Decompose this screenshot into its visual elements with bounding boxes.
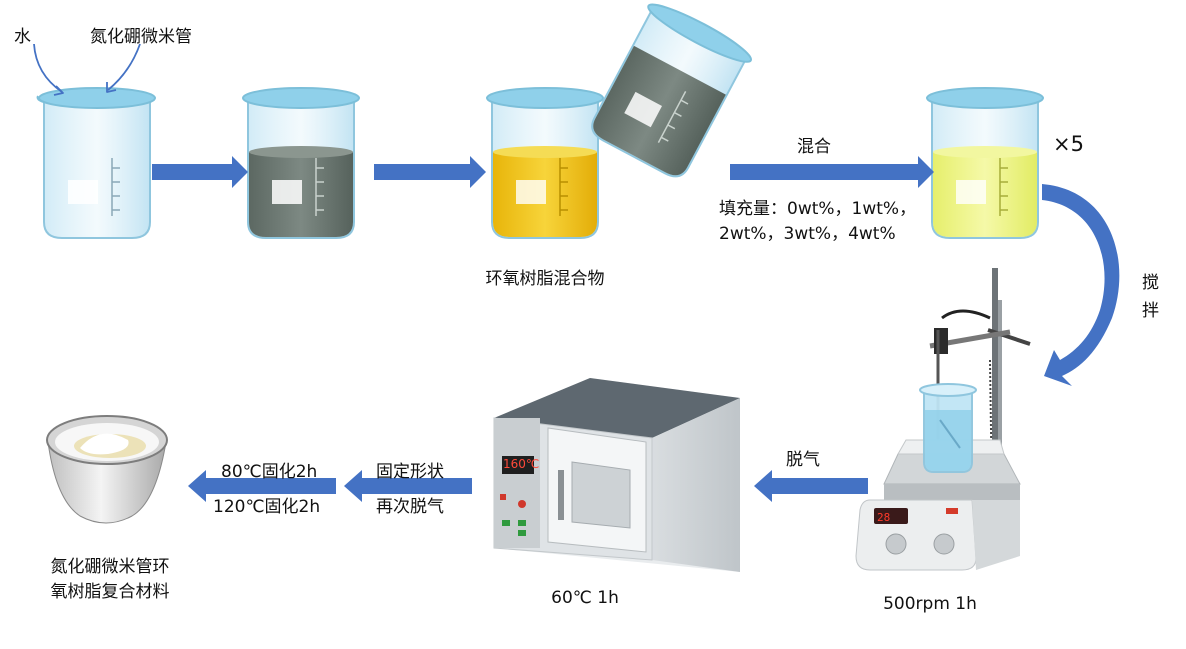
product-bowl: [46, 415, 168, 524]
vacuum-oven: [493, 378, 740, 572]
label-stir-1: 搅: [1142, 273, 1159, 293]
label-mix: 混合: [797, 137, 831, 157]
beaker-gray-suspension: [242, 87, 360, 239]
label-times5: ×5: [1053, 132, 1084, 156]
arrow-5: [344, 470, 472, 502]
label-degas-again: 再次脱气: [376, 497, 444, 517]
label-fix-shape: 固定形状: [376, 462, 444, 482]
label-fill-line1: 填充量：0wt%，1wt%，: [719, 199, 917, 219]
label-product-line2: 氧树脂复合材料: [50, 582, 170, 602]
beaker-epoxy: [486, 87, 604, 239]
label-bn-microtube: 氮化硼微米管: [90, 27, 192, 47]
label-cure-80: 80℃固化2h: [221, 462, 318, 482]
stirrer-hotplate: 28: [855, 268, 1031, 571]
beaker-pouring: [591, 3, 753, 178]
label-cure-120: 120℃固化2h: [213, 497, 321, 517]
arrow-4: [754, 470, 868, 502]
label-water: 水: [14, 27, 31, 47]
label-stir-2: 拌: [1142, 301, 1159, 321]
oven-display: 160℃: [503, 457, 540, 471]
process-arrows: [152, 156, 1120, 502]
beaker-mixed: [926, 87, 1044, 239]
beaker-water: [36, 87, 156, 239]
arrow-3: [730, 156, 934, 188]
label-stirrer-condition: 500rpm 1h: [883, 594, 977, 614]
label-fill-line2: 2wt%，3wt%，4wt%: [719, 224, 896, 244]
label-epoxy-mixture: 环氧树脂混合物: [485, 269, 605, 289]
label-degas: 脱气: [786, 450, 820, 470]
arrow-1: [152, 156, 248, 188]
label-pointers: [33, 43, 141, 96]
svg-text:28: 28: [877, 511, 890, 524]
label-oven-condition: 60℃ 1h: [551, 588, 619, 608]
arrow-curved-stir: [1042, 184, 1120, 386]
arrow-2: [374, 156, 486, 188]
arrow-6: [188, 470, 336, 502]
label-product-line1: 氮化硼微米管环: [50, 557, 170, 577]
